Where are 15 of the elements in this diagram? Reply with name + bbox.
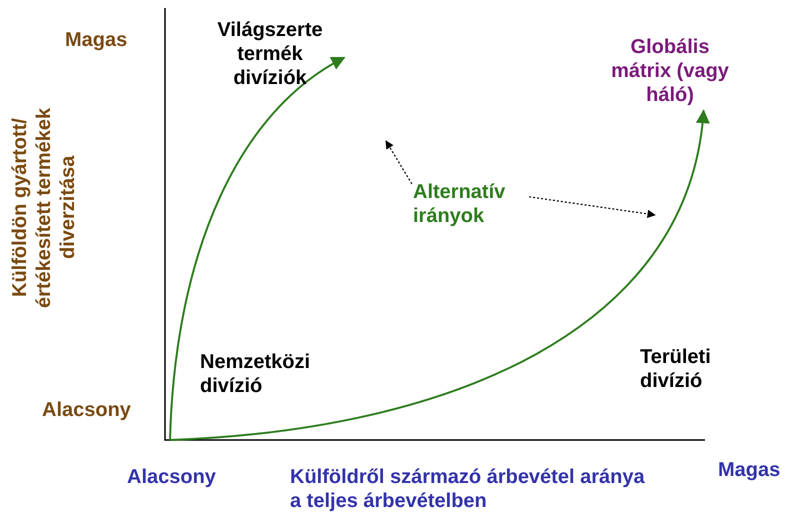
axis-label: Magas — [718, 458, 780, 482]
quadrant-label: Nemzetközi divízió — [200, 350, 340, 398]
quadrant-label: Világszerte termék divíziók — [200, 18, 340, 90]
quadrant-label: Globális mátrix (vagy háló) — [610, 35, 730, 107]
quadrant-label: Területi divízió — [640, 345, 750, 393]
dotted-arrow — [529, 196, 656, 218]
dotted-arrow — [385, 140, 412, 184]
axis-title: Külföldről származó árbevétel aránya a teljes árbevételben — [290, 465, 646, 513]
axis-label: Alacsony — [42, 398, 131, 422]
quadrant-label: Alternatív irányok — [413, 180, 528, 228]
axis-label: Alacsony — [127, 465, 216, 489]
axis-label: Magas — [65, 28, 128, 52]
axis-title: Külföldön gyártott/értékesített termékek diverzitása — [8, 106, 80, 310]
curved-arrow — [169, 56, 346, 440]
curved-arrow — [170, 109, 709, 441]
